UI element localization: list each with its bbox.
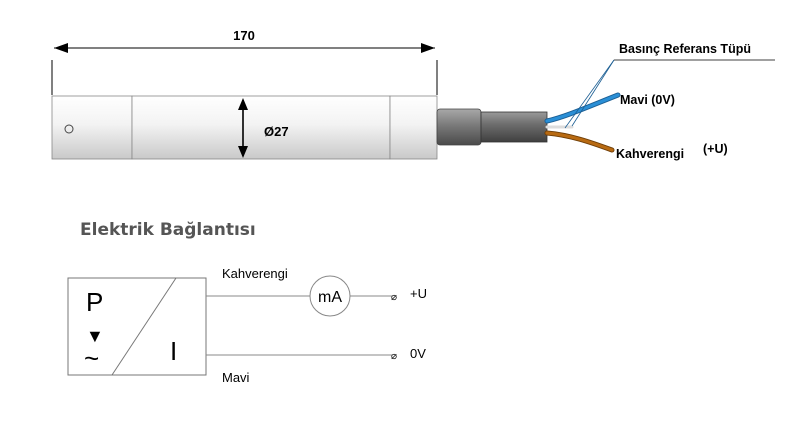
cable [480,111,548,143]
cable-gland [436,108,548,146]
ammeter: mA [309,275,351,317]
brown-wire-label: Kahverengi [616,147,684,161]
ammeter-circle-icon [309,275,351,317]
bottom-wire-label: Mavi [222,370,250,385]
length-dimension: 170 [51,28,438,95]
pressure-symbol: P [86,287,103,317]
diameter-arrow-top [238,98,248,110]
dimension-arrow-left [54,43,68,53]
terminal-top-label: +U [410,286,427,301]
sensor-body [51,95,438,160]
transmitter-block: P ▼ ~ I [67,277,207,376]
diameter-label: Ø27 [264,124,289,139]
terminal-top-icon: ⌀ [391,292,397,303]
brown-wire-label-suffix: (+U) [703,142,728,156]
vent-hole-icon [64,124,74,134]
reference-tube-label: Basınç Referans Tüpü [619,42,751,56]
wiring-lines [206,295,392,356]
blue-wire-label: Mavi (0V) [620,93,675,107]
terminal-bottom-label: 0V [410,346,426,361]
length-label: 170 [233,28,255,43]
blue-wire [545,93,620,123]
current-symbol: I [170,336,177,366]
brown-wire [545,131,614,152]
section-title: Elektrik Bağlantısı [80,220,256,240]
block-diagonal [111,277,177,376]
diameter-dimension: Ø27 [238,98,289,158]
top-wire-label: Kahverengi [222,266,288,281]
diameter-arrow-bottom [238,146,248,158]
ammeter-label: mA [318,289,342,306]
terminal-bottom-icon: ⌀ [391,351,397,362]
reference-tube-callout: Basınç Referans Tüpü [564,42,775,129]
wave-icon: ~ [84,343,99,373]
down-arrow-icon: ▼ [86,326,104,346]
dimension-arrow-right [421,43,435,53]
